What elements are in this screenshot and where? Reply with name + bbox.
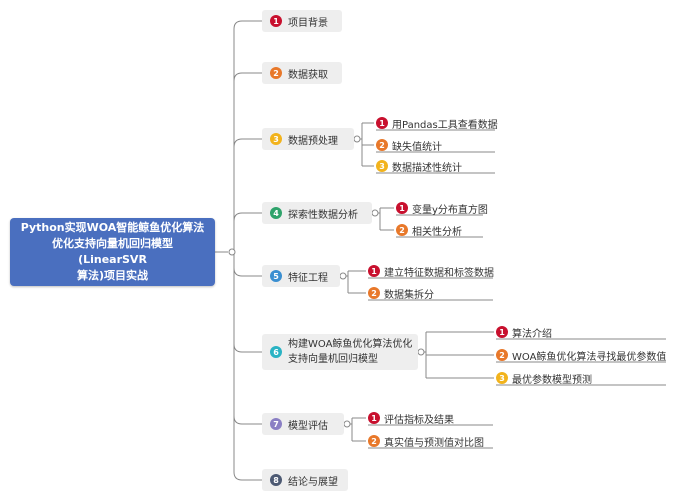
subtopic-7-1[interactable]: 1 评估指标及结果 [368, 412, 454, 426]
root-node[interactable]: Python实现WOA智能鲸鱼优化算法 优化支持向量机回归模型(LinearSV… [10, 218, 215, 286]
number-badge: 1 [496, 326, 508, 338]
topic-node-1[interactable]: 1 项目背景 [262, 10, 342, 32]
number-badge: 3 [376, 160, 388, 172]
subtopic-label: WOA鲸鱼优化算法寻找最优参数值 [512, 351, 667, 363]
subtopic-6-1[interactable]: 1 算法介绍 [496, 326, 552, 340]
topic-label: 结论与展望 [288, 476, 338, 488]
subtopic-label: 变量y分布直方图 [412, 204, 488, 216]
topic-node-3[interactable]: 3 数据预处理 [262, 128, 354, 150]
number-badge: 1 [376, 117, 388, 129]
number-badge: 3 [496, 372, 508, 384]
topic-label: 数据预处理 [288, 135, 338, 147]
subtopic-4-2[interactable]: 2 相关性分析 [396, 224, 462, 238]
subtopic-3-3[interactable]: 3 数据描述性统计 [376, 160, 462, 174]
number-badge: 2 [396, 224, 408, 236]
root-title: Python实现WOA智能鲸鱼优化算法 优化支持向量机回归模型(LinearSV… [20, 221, 205, 282]
subtopic-label: 缺失值统计 [392, 141, 442, 153]
topic-label: 特征工程 [288, 272, 328, 284]
topic-label: 项目背景 [288, 17, 328, 29]
number-badge: 2 [368, 287, 380, 299]
subtopic-6-3[interactable]: 3 最优参数模型预测 [496, 372, 592, 386]
number-badge: 2 [270, 67, 282, 79]
number-badge: 6 [270, 346, 282, 358]
subtopic-label: 相关性分析 [412, 226, 462, 238]
number-badge: 1 [396, 202, 408, 214]
subtopic-label: 算法介绍 [512, 328, 552, 340]
number-badge: 2 [376, 139, 388, 151]
subtopic-label: 数据集拆分 [384, 289, 434, 301]
subtopic-6-2[interactable]: 2 WOA鲸鱼优化算法寻找最优参数值 [496, 349, 667, 363]
topic-node-4[interactable]: 4 探索性数据分析 [262, 202, 372, 224]
topic-label: 数据获取 [288, 69, 328, 81]
topic-node-8[interactable]: 8 结论与展望 [262, 469, 348, 491]
number-badge: 7 [270, 418, 282, 430]
subtopic-7-2[interactable]: 2 真实值与预测值对比图 [368, 435, 484, 449]
number-badge: 1 [270, 15, 282, 27]
number-badge: 2 [368, 435, 380, 447]
topic-label: 探索性数据分析 [288, 209, 358, 221]
subtopic-5-2[interactable]: 2 数据集拆分 [368, 287, 434, 301]
topic-label: 构建WOA鲸鱼优化算法优化支持向量机回归模型 [288, 339, 413, 365]
topic-label: 模型评估 [288, 420, 328, 432]
number-badge: 1 [368, 412, 380, 424]
subtopic-4-1[interactable]: 1 变量y分布直方图 [396, 202, 488, 216]
subtopic-3-1[interactable]: 1 用Pandas工具查看数据 [376, 117, 498, 131]
subtopic-label: 评估指标及结果 [384, 414, 454, 426]
topic-node-7[interactable]: 7 模型评估 [262, 413, 344, 435]
subtopic-label: 真实值与预测值对比图 [384, 437, 484, 449]
subtopic-label: 用Pandas工具查看数据 [392, 119, 498, 131]
subtopic-label: 数据描述性统计 [392, 162, 462, 174]
number-badge: 8 [270, 474, 282, 486]
subtopic-label: 最优参数模型预测 [512, 374, 592, 386]
topic-node-6[interactable]: 6 构建WOA鲸鱼优化算法优化支持向量机回归模型 [262, 334, 418, 370]
topic-node-2[interactable]: 2 数据获取 [262, 62, 342, 84]
subtopic-3-2[interactable]: 2 缺失值统计 [376, 139, 442, 153]
number-badge: 4 [270, 207, 282, 219]
number-badge: 5 [270, 270, 282, 282]
subtopic-label: 建立特征数据和标签数据 [384, 267, 494, 279]
number-badge: 1 [368, 265, 380, 277]
number-badge: 2 [496, 349, 508, 361]
subtopic-5-1[interactable]: 1 建立特征数据和标签数据 [368, 265, 494, 279]
number-badge: 3 [270, 133, 282, 145]
topic-node-5[interactable]: 5 特征工程 [262, 265, 340, 287]
